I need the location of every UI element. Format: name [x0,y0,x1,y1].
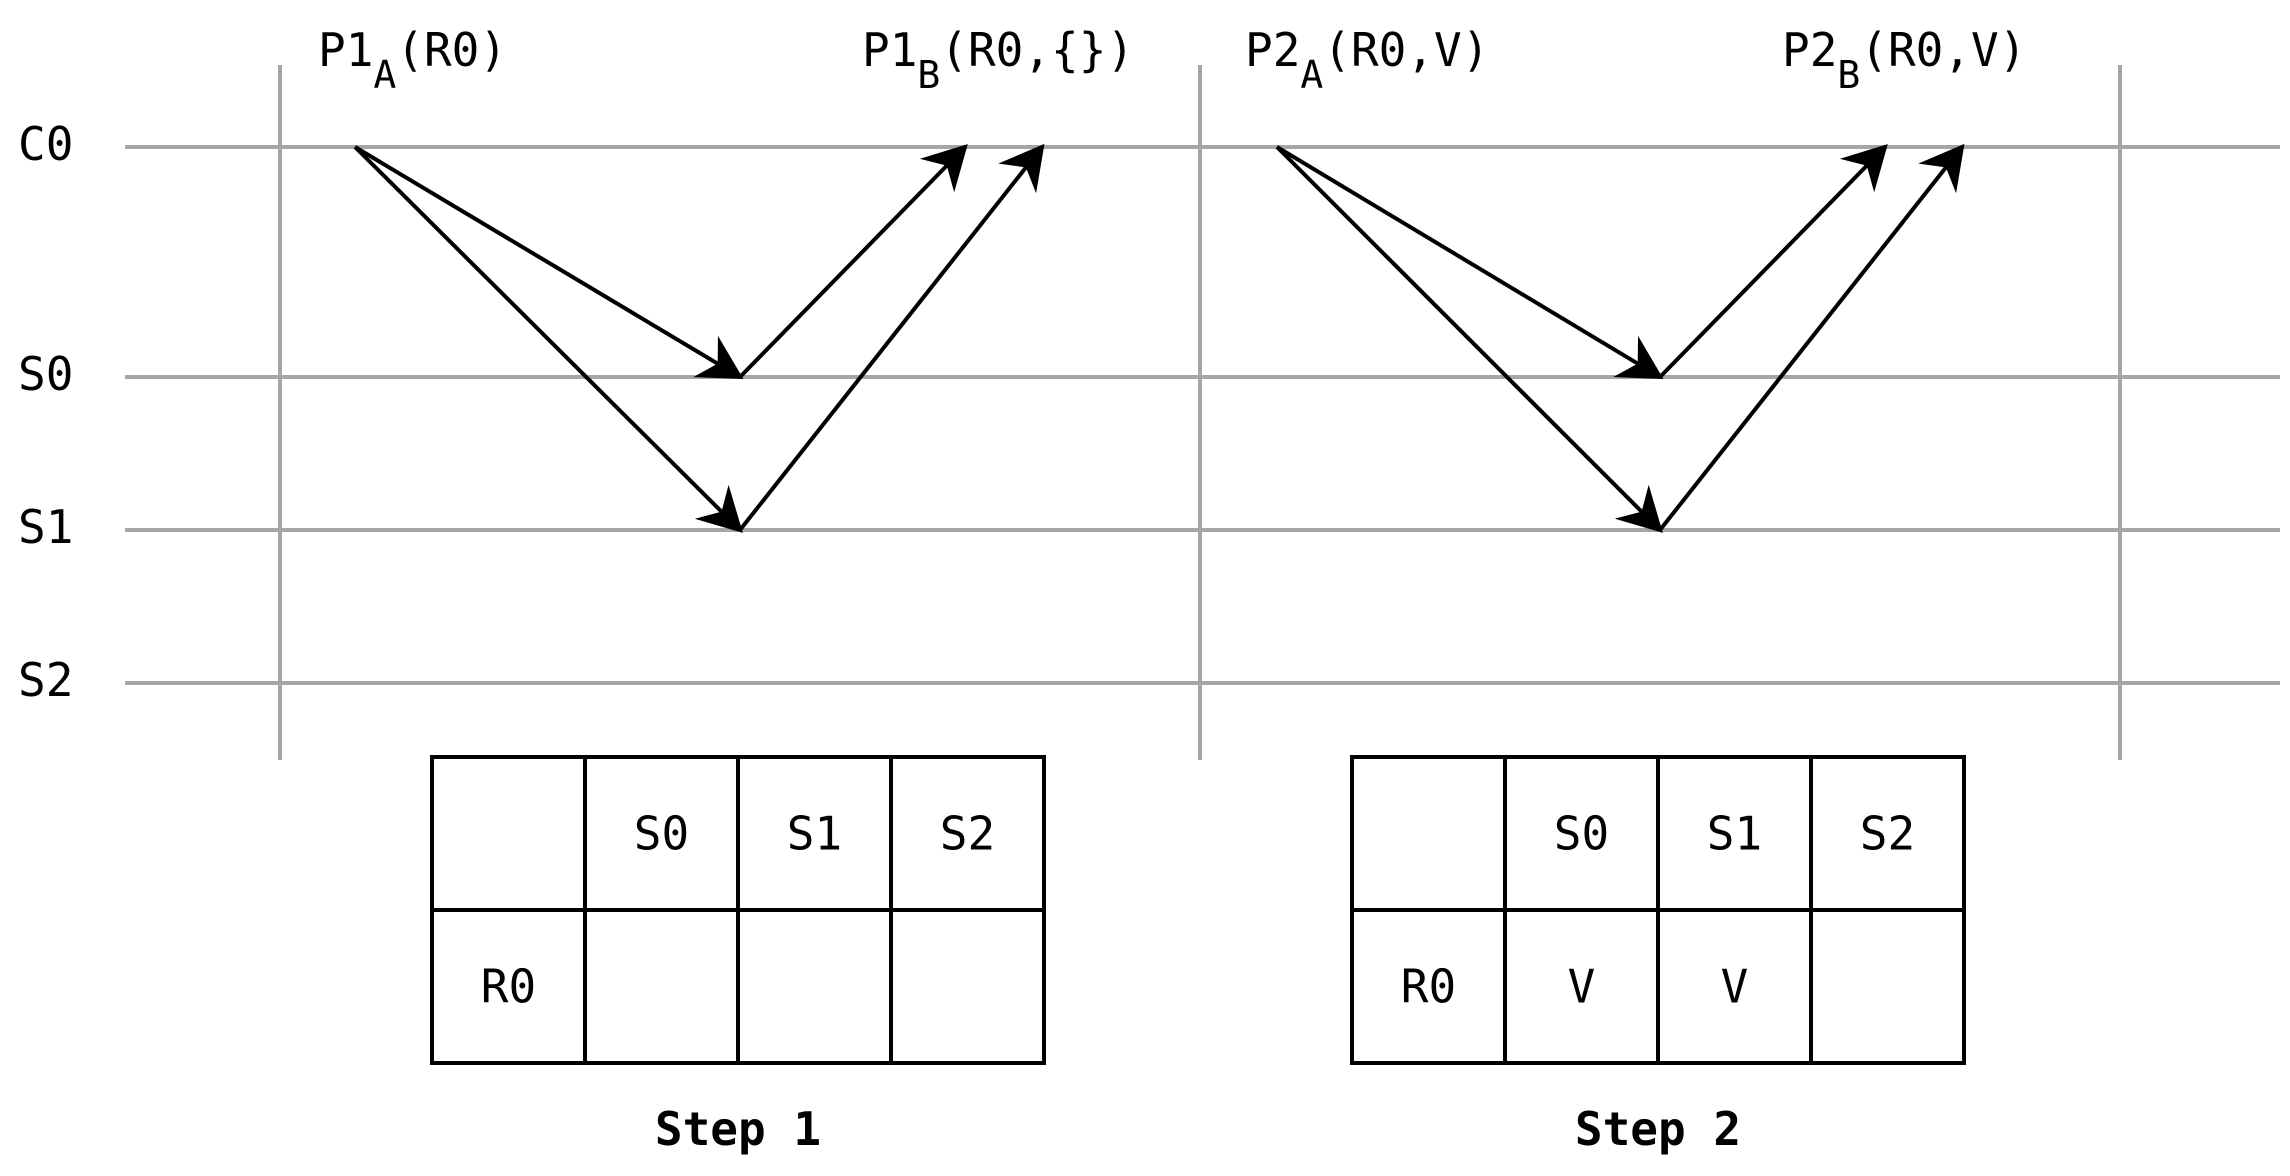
table-cell [889,908,1046,1065]
row-label-s1: S1 [18,500,73,554]
table-cell [736,908,893,1065]
arrow-c0-to-s0 [353,145,744,380]
table-header-text: S0 [1554,807,1609,861]
arrow-s0-to-c0 [738,144,968,379]
table-cell [1809,908,1966,1065]
table-cell [583,908,740,1065]
table-row-label: R0 [481,960,536,1014]
table-header-text: S0 [634,807,689,861]
row-label-s2: S2 [18,653,73,707]
table-header-cell [430,755,587,912]
table-header-cell [1350,755,1507,912]
phase-label-p1a: P1A(R0) [318,23,507,97]
svg-text:P2A(R0,V): P2A(R0,V) [1245,23,1489,97]
phase-label-p2b: P2B(R0,V) [1782,23,2026,97]
arrow-s1-to-c0 [738,143,1045,532]
table-header-text: S1 [1707,807,1762,861]
arrow-s1-to-c0 [1658,143,1965,532]
arrow-c0-to-s1 [353,145,743,533]
table-cell-value: V [1568,960,1596,1014]
arrow-s0-to-c0 [1658,144,1888,379]
svg-text:P1B(R0,{}): P1B(R0,{}) [862,23,1134,97]
arrow-c0-to-s0 [1275,145,1664,380]
row-label-s0: S0 [18,347,73,401]
table-caption: Step 2 [1575,1102,1741,1156]
table-row-label: R0 [1401,960,1456,1014]
row-label-c0: C0 [18,117,73,171]
table-header-text: S2 [1860,807,1915,861]
message-arrows [353,143,1965,533]
table-header-text: S1 [787,807,842,861]
arrow-c0-to-s1 [1275,145,1663,533]
table-header-text: S2 [940,807,995,861]
grid-lines [125,65,2280,760]
phase-label-p2a: P2A(R0,V) [1245,23,1489,97]
svg-text:P2B(R0,V): P2B(R0,V) [1782,23,2026,97]
svg-text:P1A(R0): P1A(R0) [318,23,507,97]
table-caption: Step 1 [655,1102,821,1156]
table-cell-value: V [1721,960,1749,1014]
phase-label-p1b: P1B(R0,{}) [862,23,1134,97]
